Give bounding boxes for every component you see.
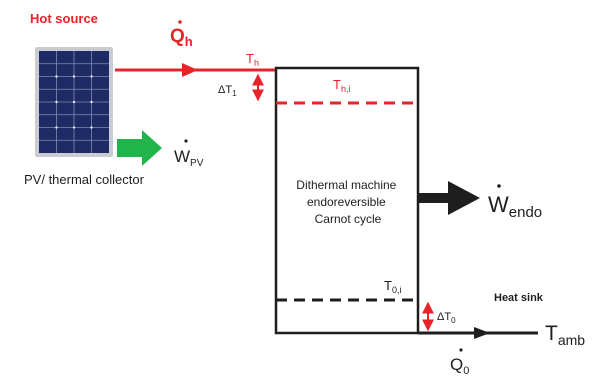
w-pv-arrow [117,130,162,166]
delta-t0-label: ΔT0 [437,311,456,325]
w-pv-dot [184,139,188,143]
heat-input-arrowhead [182,63,198,77]
t-h-label: Th [246,51,259,68]
t-amb-label: Tamb [545,322,585,348]
heat-rejection-arrowhead [474,327,490,339]
heat-sink-label: Heat sink [494,292,544,304]
hot-source-label: Hot source [30,11,98,26]
q-0-dot [459,348,463,352]
w-endo-dot [497,184,501,188]
q-h-label: Qh [170,26,193,49]
q-0-label: Q0 [450,355,469,376]
t-0-i-label: T0,i [384,278,401,295]
w-endo-arrow [418,181,480,215]
w-pv-label: WPV [174,147,204,169]
collector-caption: PV/ thermal collector [24,172,145,187]
w-endo-label: Wendo [488,192,542,221]
machine-description: Dithermal machine endoreversible Carnot … [296,178,399,226]
pv-panel-image [35,47,113,157]
delta-t1-label: ΔT1 [218,84,237,98]
q-h-dot [178,20,182,24]
t-h-i-label: Th,i [333,77,350,94]
